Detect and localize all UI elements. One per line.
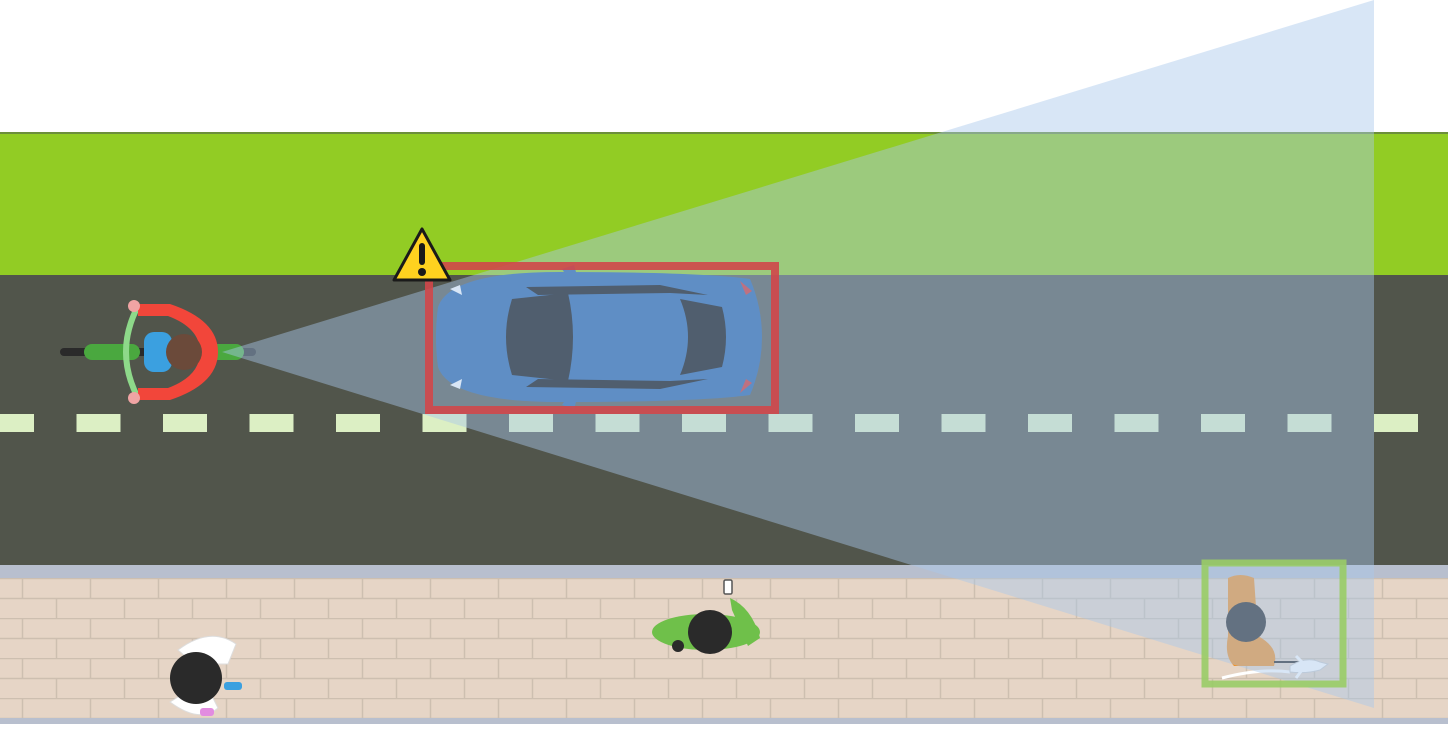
lane-dash	[941, 414, 986, 432]
lane-dash	[1287, 414, 1332, 432]
bicycle-rider-icon	[60, 300, 256, 404]
lane-dash	[422, 414, 467, 432]
pedestrian-phone-icon	[652, 579, 760, 654]
lane-dash	[1028, 414, 1072, 432]
pedestrian-white-jacket-icon	[169, 635, 242, 716]
lane-dash	[0, 414, 34, 432]
lane-dash	[855, 414, 899, 432]
car-icon	[436, 265, 762, 409]
lane-dash	[768, 414, 813, 432]
lane-dash	[163, 414, 207, 432]
warning-icon	[392, 227, 452, 282]
lane-dash	[682, 414, 726, 432]
lane-dash	[1201, 414, 1245, 432]
curb	[0, 565, 1448, 578]
lane-dash	[1114, 414, 1159, 432]
lane-dash	[76, 414, 121, 432]
threat-bounding-box	[425, 262, 779, 414]
lane-dash	[509, 414, 553, 432]
sidewalk-bottom-edge	[0, 718, 1448, 724]
lane-markings	[0, 414, 1418, 432]
sensor-cone	[222, 0, 1374, 708]
grass-verge	[0, 133, 1448, 275]
lane-dash	[1374, 414, 1418, 432]
detection-bounding-box	[1201, 559, 1347, 688]
sky-background	[0, 0, 1448, 133]
pedestrian-with-dog-icon	[1221, 575, 1330, 680]
lane-dash	[595, 414, 640, 432]
lane-dash	[336, 414, 380, 432]
lane-dash	[249, 414, 294, 432]
